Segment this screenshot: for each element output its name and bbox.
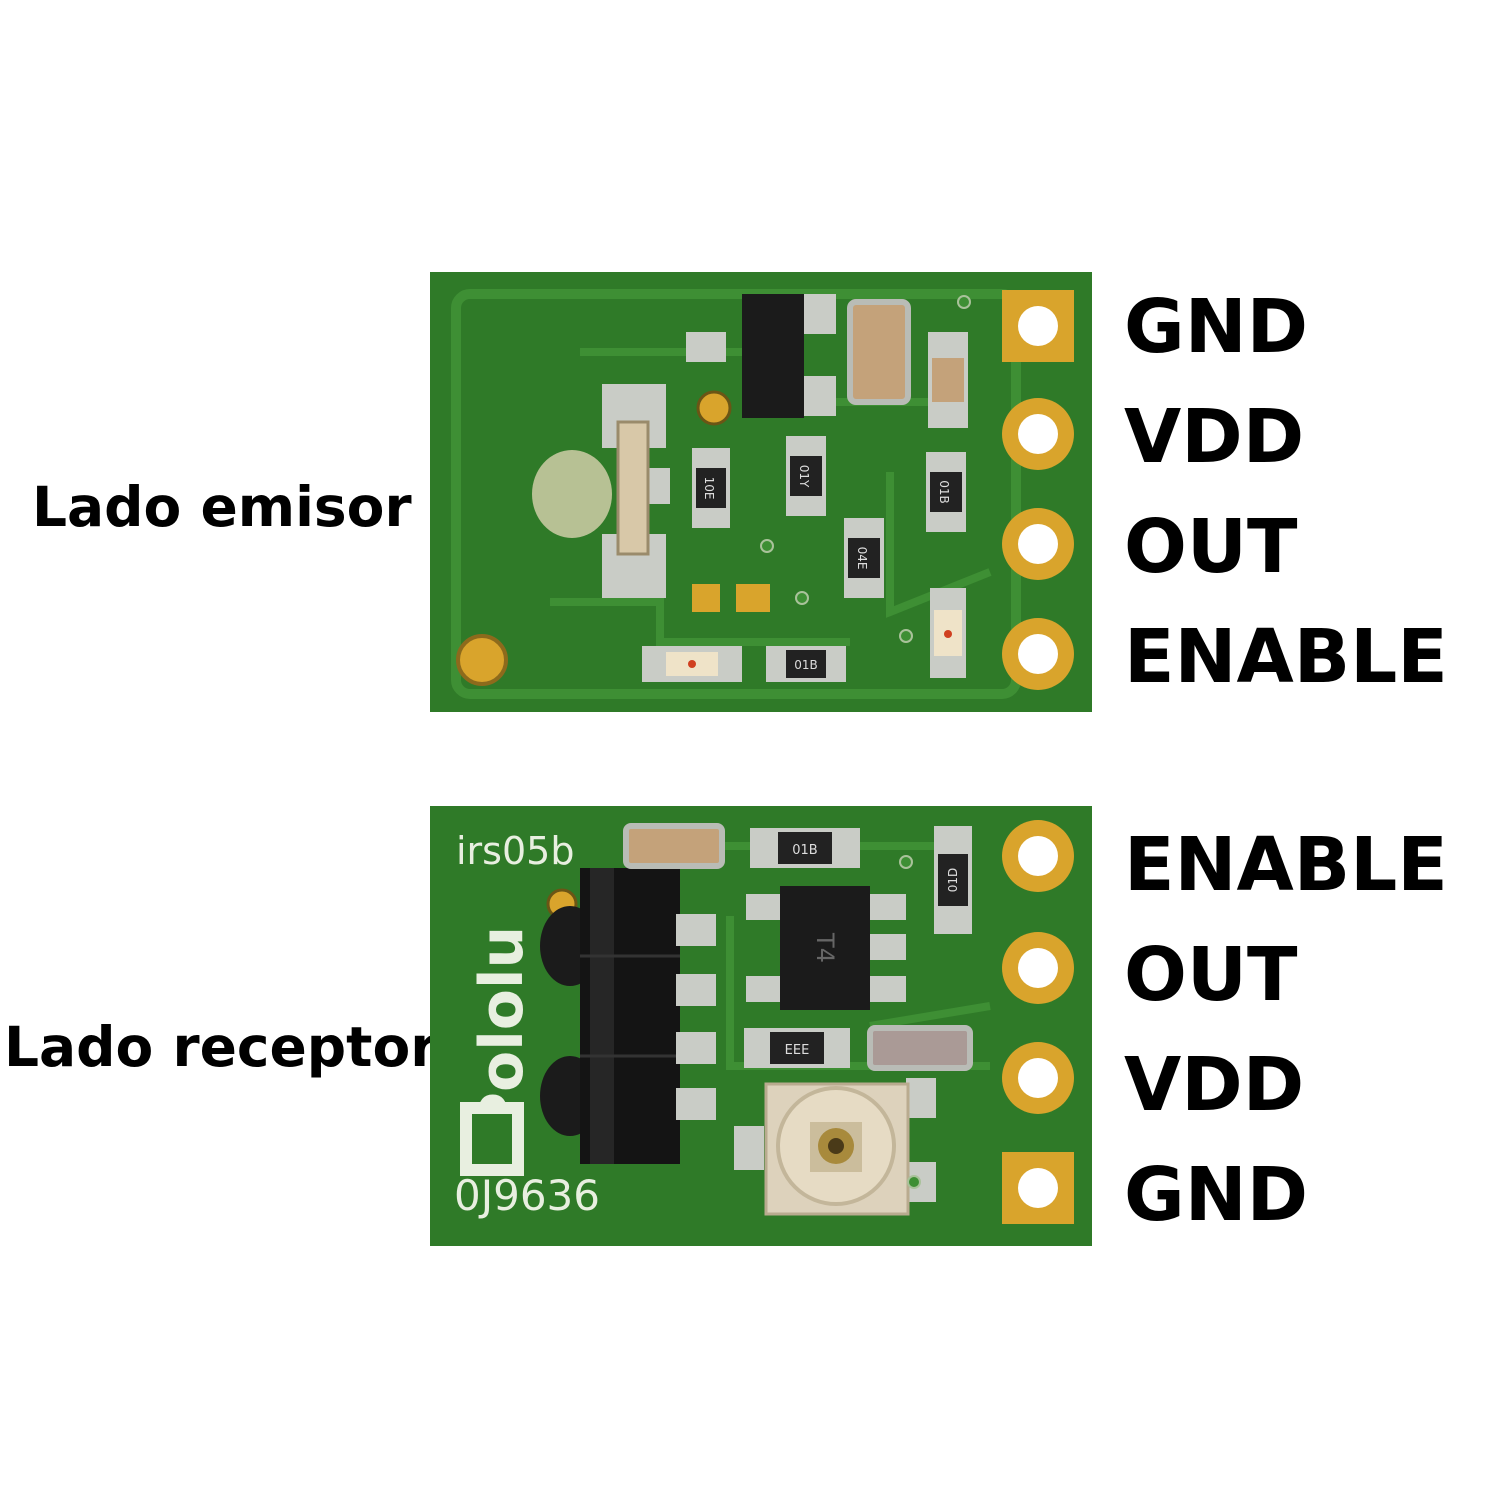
receiver-side-label: Lado receptor [4,1015,438,1079]
svg-text:01B: 01B [792,843,817,858]
emitter-pin-out-label: OUT [1124,504,1298,590]
emitter-led-right [930,588,966,678]
receiver-resistor-eee: EEE [744,1028,850,1068]
emitter-ic [742,294,804,418]
svg-text:04E: 04E [855,547,869,570]
ir-led [532,450,612,538]
receiver-resistor-01b: 01B [750,828,860,868]
svg-text:01D: 01D [946,868,960,893]
svg-text:T4: T4 [811,932,839,963]
svg-text:10E: 10E [702,477,716,500]
resistor-04e: 04E [844,518,884,598]
emitter-pin-gnd-label: GND [1124,284,1309,370]
receiver-pin-vdd-label: VDD [1124,1042,1305,1128]
receiver-capacitor-top [623,823,725,869]
emitter-side-label: Lado emisor [32,475,412,539]
receiver-pcb [430,806,1092,1246]
ir-receiver-module [540,868,680,1164]
resistor-01y: 01Y [786,436,826,516]
svg-text:01B: 01B [937,480,951,504]
silkscreen-code: 0J9636 [454,1171,600,1220]
receiver-resistor-01d: 01D [934,826,972,934]
resistor-01b-bottom: 01B [766,646,846,682]
emitter-mount-hole [456,634,508,686]
receiver-capacitor-right [867,1025,973,1071]
receiver-header-pads [1002,820,1074,1224]
svg-text:EEE: EEE [785,1043,810,1058]
receiver-ic: T4 [780,886,870,1010]
emitter-header-pads [1002,290,1074,690]
trimmer-potentiometer [734,1078,936,1216]
svg-text:01Y: 01Y [797,465,811,488]
resistor-01b-right: 01B [926,452,966,532]
silkscreen-model: irs05b [456,829,574,873]
receiver-pin-out-label: OUT [1124,932,1298,1018]
silkscreen-brand: Pololu [467,926,537,1136]
receiver-board: irs05b Pololu 0J9636 01B 01D T4 [430,806,1092,1246]
emitter-led-bottom [642,646,742,682]
emitter-capacitor [847,299,911,405]
emitter-pin-vdd-label: VDD [1124,394,1305,480]
receiver-pin-enable-label: ENABLE [1124,822,1448,908]
emitter-board: 01Y 10E 01B 04E 01B [430,272,1092,712]
emitter-pin-enable-label: ENABLE [1124,614,1448,700]
receiver-pin-gnd-label: GND [1124,1152,1309,1238]
pololu-logo [460,1102,524,1176]
resistor-10e: 10E [692,448,730,528]
svg-text:01B: 01B [794,658,818,672]
